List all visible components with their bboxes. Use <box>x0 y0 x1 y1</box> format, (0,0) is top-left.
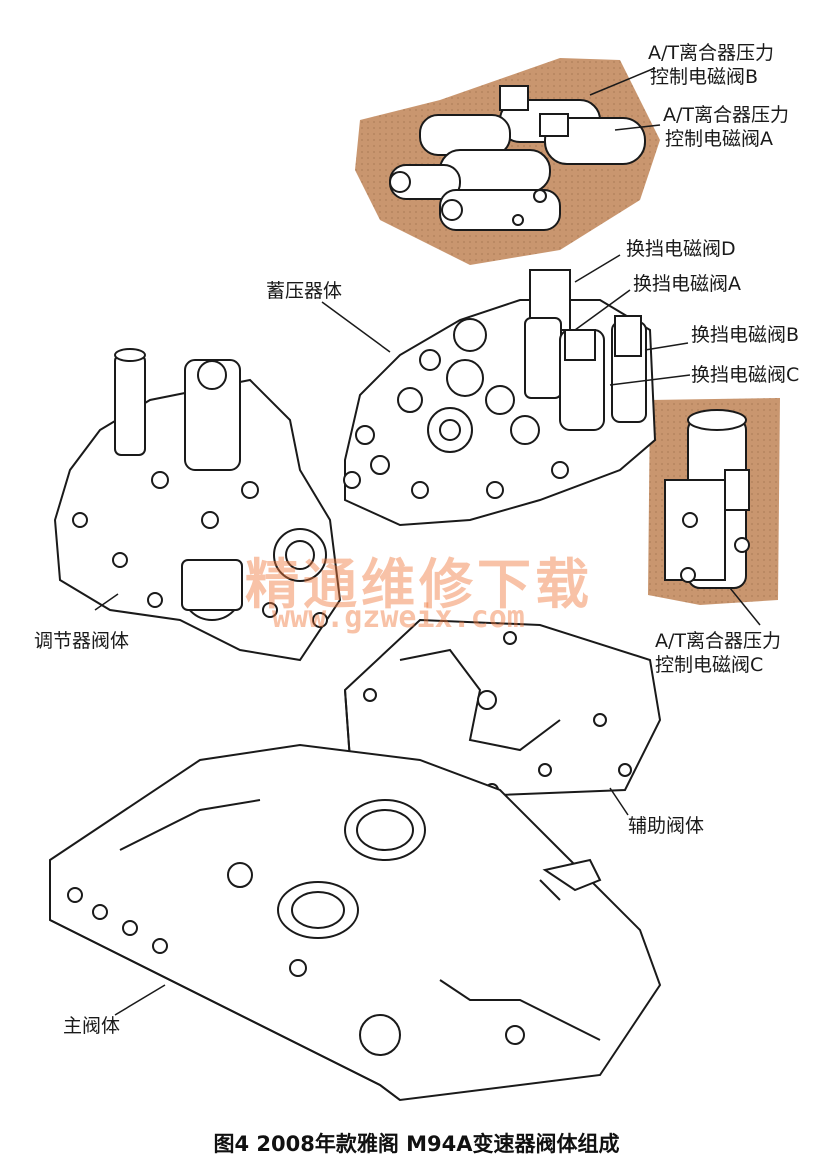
clutch-solenoid-a-label-2: 控制电磁阀A <box>665 128 773 150</box>
clutch-solenoid-a-label-1: A/T离合器压力 <box>663 104 790 126</box>
leader-lines <box>94 67 761 1016</box>
accumulator-body-label: 蓄压器体 <box>266 280 343 302</box>
shift-solenoid-d-label: 换挡电磁阀D <box>626 238 736 260</box>
clutch-solenoid-c <box>664 409 750 589</box>
main-valve-body-label: 主阀体 <box>63 1015 121 1037</box>
clutch-solenoid-c-label-1: A/T离合器压力 <box>655 630 782 652</box>
watermark-title: 精通维修下载 <box>245 553 593 616</box>
clutch-solenoid-b-label-2: 控制电磁阀B <box>650 66 759 88</box>
main-valve-body <box>49 743 662 1102</box>
shift-solenoid-c-label: 换挡电磁阀C <box>691 364 800 386</box>
figure-caption: 图4 2008年款雅阁 M94A变速器阀体组成 <box>213 1132 620 1156</box>
secondary-valve-body <box>343 618 662 797</box>
regulator-valve-body <box>53 348 342 662</box>
watermark-url: www.gzweix.com <box>272 600 525 635</box>
regulator-valve-body-label: 调节器阀体 <box>34 630 130 652</box>
clutch-solenoid-b-label-1: A/T离合器压力 <box>648 42 775 64</box>
clutch-solenoid-c-label-2: 控制电磁阀C <box>655 654 764 676</box>
shift-solenoid-b-label: 换挡电磁阀B <box>691 324 800 346</box>
accumulator-body <box>343 269 657 527</box>
secondary-valve-body-label: 辅助阀体 <box>628 815 705 837</box>
shift-solenoid-a-label: 换挡电磁阀A <box>633 273 741 295</box>
